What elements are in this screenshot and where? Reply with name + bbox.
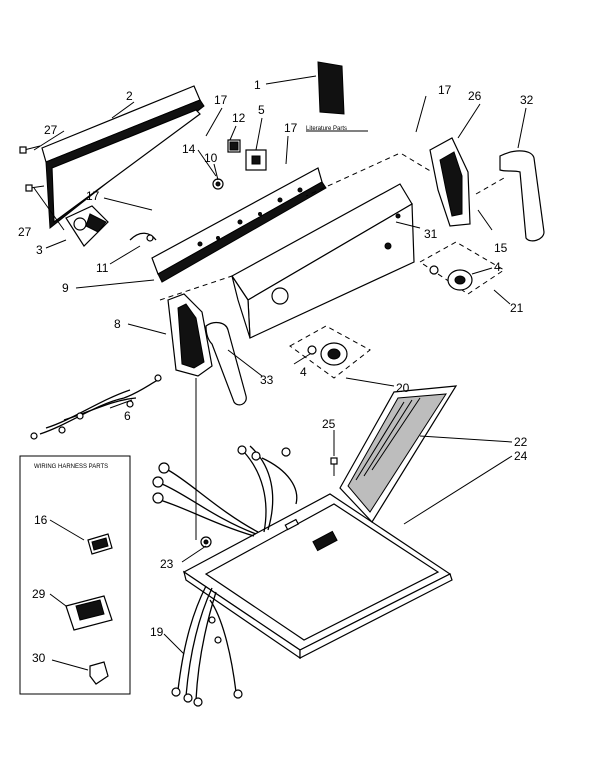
callout-25: 25: [322, 417, 336, 431]
callout-17-right: 17: [438, 83, 452, 97]
screw-27-bottom: [25, 184, 45, 192]
callout-23: 23: [160, 557, 174, 571]
connector-29: [65, 595, 113, 631]
callout-33: 33: [260, 373, 274, 387]
screw-27-top: [19, 145, 41, 154]
callout-6: 6: [124, 409, 131, 423]
callout-29: 29: [32, 587, 46, 601]
callout-15: 15: [494, 241, 508, 255]
knob-group-outline-20: [289, 325, 371, 379]
callout-3: 3: [36, 243, 43, 257]
knob-spring-4-lower: [307, 345, 317, 355]
callout-20: 20: [396, 381, 410, 395]
leader-lines: [33, 75, 527, 671]
callout-30: 30: [32, 651, 46, 665]
callout-17-left: 17: [86, 189, 100, 203]
lint-duct-22: [339, 385, 458, 523]
callout-31: 31: [424, 227, 438, 241]
connector-16: [87, 533, 113, 555]
callout-9: 9: [62, 281, 69, 295]
main-wire-harness-upper: [152, 445, 298, 537]
callout-14: 14: [182, 142, 196, 156]
knob-10: [212, 178, 224, 190]
wire-harness-6: [30, 374, 162, 440]
knob-21: [447, 269, 473, 291]
end-cap-cover-32: [499, 150, 545, 242]
callout-4-upper: 4: [494, 260, 501, 274]
callout-12: 12: [232, 111, 246, 125]
callout-32: 32: [520, 93, 534, 107]
knob-20: [320, 342, 348, 366]
main-wire-harness-lower: [171, 585, 243, 707]
console-housing: [231, 183, 415, 339]
callout-26: 26: [468, 89, 482, 103]
grommet-23: [200, 536, 212, 548]
callout-16: 16: [34, 513, 48, 527]
callout-27-bottom: 27: [18, 225, 32, 239]
terminal-30: [89, 661, 109, 685]
callout-1: 1: [254, 78, 261, 92]
end-cap-26: [429, 137, 471, 227]
literature-card: [317, 61, 345, 115]
callout-21: 21: [510, 301, 524, 315]
callout-17-upper: 17: [214, 93, 228, 107]
wire-clip-11: [129, 232, 157, 242]
callout-24: 24: [514, 449, 528, 463]
dryer-top-24: [182, 493, 453, 660]
wiring-harness-parts-box: [19, 455, 131, 695]
callout-10: 10: [204, 151, 218, 165]
push-button-12: [227, 139, 241, 153]
callout-2: 2: [126, 89, 133, 103]
callout-22: 22: [514, 435, 528, 449]
knob-group-outline-21: [419, 241, 505, 295]
callout-4-lower: 4: [300, 365, 307, 379]
callout-27-top: 27: [44, 123, 58, 137]
callout-5: 5: [258, 103, 265, 117]
end-cap-8: [167, 293, 213, 377]
console-back-panel: [41, 85, 205, 229]
callout-labels: 1 2 27 27 3 17 11 9 17 12 5 17 14 10 17 …: [18, 78, 534, 665]
timer-switch: [65, 205, 109, 247]
callout-11: 11: [96, 261, 109, 275]
switch-5: [245, 149, 267, 171]
dashed-guides: [159, 153, 505, 301]
callout-19: 19: [150, 625, 164, 639]
end-cap-cover-33: [205, 321, 247, 406]
literature-parts-label: Literature Parts: [306, 126, 347, 132]
callout-17-mid: 17: [284, 121, 298, 135]
control-panel-strip: [151, 167, 327, 283]
wiring-harness-parts-title: WIRING HARNESS PARTS: [34, 464, 108, 470]
knob-spring-4-upper: [429, 265, 439, 275]
screw-25: [330, 457, 338, 476]
callout-8: 8: [114, 317, 121, 331]
